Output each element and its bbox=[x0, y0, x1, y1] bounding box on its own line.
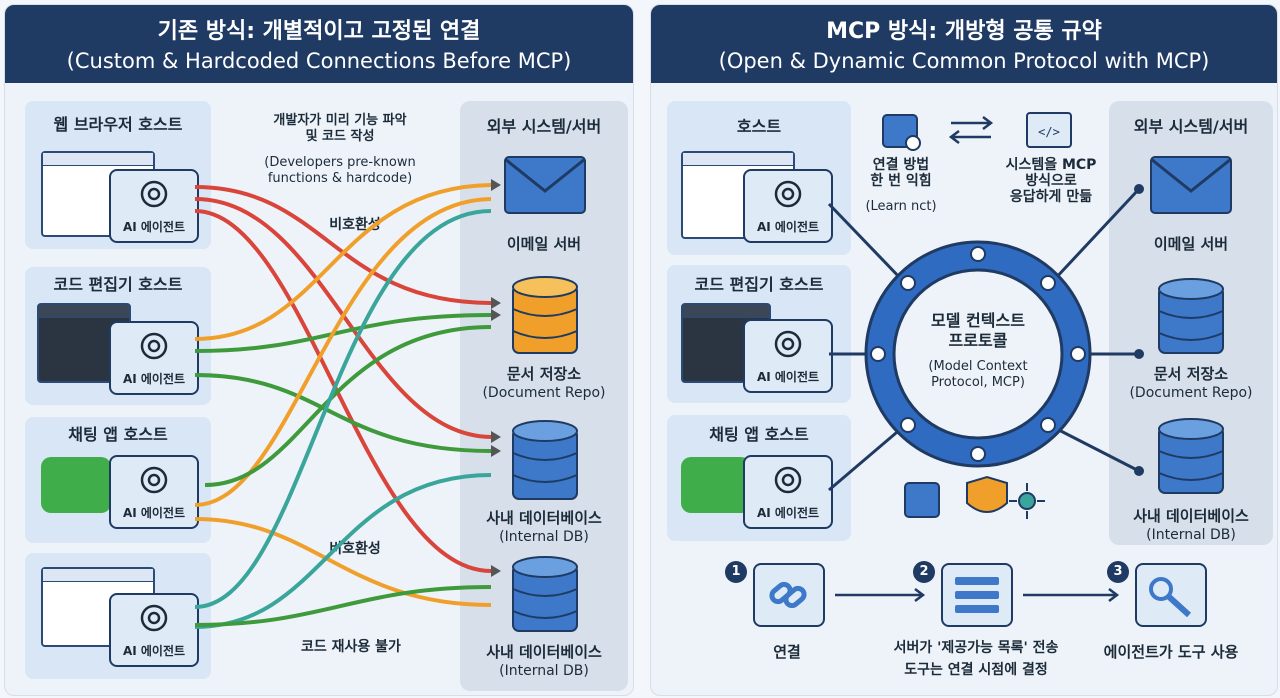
learn-once-label: 연결 방법 한 번 익힘 bbox=[870, 157, 932, 189]
agent-label: AI 에이전트 bbox=[756, 506, 820, 520]
agent-label: AI 에이전트 bbox=[122, 506, 186, 520]
left-sys-db2-sub: (Internal DB) bbox=[499, 663, 589, 679]
respond-label: 시스템을 MCP 방식으로 응답하게 만듦 bbox=[1005, 157, 1097, 205]
right-subtitle: (Open & Dynamic Common Protocol with MCP… bbox=[718, 49, 1210, 73]
lock-shield-icon bbox=[966, 475, 1008, 513]
step-1-label: 연결 bbox=[773, 643, 801, 661]
code-window-small-icon: </> bbox=[1026, 112, 1072, 148]
left-sys-db1-sub: (Internal DB) bbox=[499, 529, 589, 545]
left-sys-db2: 사내 데이터베이스 bbox=[486, 643, 602, 661]
left-panel: 기존 방식: 개별적이고 고정된 연결 (Custom & Hardcoded … bbox=[4, 4, 634, 696]
agent-label: AI 에이전트 bbox=[122, 644, 186, 658]
shield-db-icon bbox=[904, 482, 940, 518]
list-icon bbox=[955, 577, 999, 613]
agent-label: AI 에이전트 bbox=[122, 372, 186, 386]
wrench-gear-icon bbox=[1149, 577, 1192, 618]
right-sys-db: 사내 데이터베이스 bbox=[1133, 507, 1249, 525]
step-3-label: 에이전트가 도구 사용 bbox=[1103, 643, 1239, 661]
left-subtitle: (Custom & Hardcoded Connections Before M… bbox=[66, 49, 572, 73]
ai-knot-icon bbox=[140, 604, 168, 632]
database-gear-icon bbox=[882, 114, 921, 151]
step-arrows bbox=[835, 588, 1120, 602]
right-agent-2: AI 에이전트 bbox=[743, 319, 833, 393]
right-host-1-label: 호스트 bbox=[736, 117, 782, 136]
left-system-icons bbox=[504, 156, 586, 632]
ai-knot-icon bbox=[140, 466, 168, 494]
no-reuse-label: 코드 재사용 불가 bbox=[301, 639, 401, 655]
mcp-hub-sub: (Model Context Protocol, MCP) bbox=[928, 359, 1028, 390]
step-2-list-box bbox=[941, 563, 1013, 627]
agent-label: AI 에이전트 bbox=[756, 220, 820, 234]
left-agent-4: AI 에이전트 bbox=[109, 593, 199, 667]
left-sys-doc-sub: (Document Repo) bbox=[482, 385, 606, 401]
chat-bubble-icon bbox=[681, 457, 751, 513]
right-header: MCP 방식: 개방형 공통 규약 (Open & Dynamic Common… bbox=[651, 5, 1277, 83]
step-1-link-box bbox=[753, 563, 825, 627]
dev-note-en: (Developers pre-known functions & hardco… bbox=[264, 155, 416, 186]
right-sys-doc-sub: (Document Repo) bbox=[1129, 385, 1253, 401]
left-agent-1: AI 에이전트 bbox=[109, 169, 199, 243]
left-title: 기존 방식: 개별적이고 고정된 연결 bbox=[157, 19, 481, 44]
exchange-arrows-icon bbox=[948, 116, 994, 144]
left-connection-lines bbox=[194, 179, 501, 629]
agent-label: AI 에이전트 bbox=[122, 220, 186, 234]
right-ext-title: 외부 시스템/서버 bbox=[1133, 117, 1249, 136]
step-3-number: 3 bbox=[1107, 561, 1129, 583]
host-chat-app-label: 채팅 앱 호스트 bbox=[68, 425, 168, 444]
learn-once-sub: (Learn nct) bbox=[865, 199, 937, 214]
right-system-icons bbox=[1150, 156, 1232, 494]
left-agent-3: AI 에이전트 bbox=[109, 455, 199, 529]
email-icon bbox=[1150, 156, 1232, 214]
email-icon bbox=[504, 156, 586, 214]
right-title: MCP 방식: 개방형 공통 규약 bbox=[826, 19, 1102, 44]
internal-db-icon-1 bbox=[512, 420, 578, 500]
document-db-icon bbox=[512, 276, 578, 354]
mcp-hub-title: 모델 컨텍스트 프로토콜 bbox=[931, 311, 1025, 350]
step-3-tools-box bbox=[1135, 563, 1207, 627]
host-code-editor-label: 코드 편집기 호스트 bbox=[53, 275, 183, 294]
chat-bubble-icon bbox=[41, 457, 111, 513]
step-1-number: 1 bbox=[725, 561, 747, 583]
ai-knot-icon bbox=[774, 180, 802, 208]
internal-db-icon-2 bbox=[512, 556, 578, 632]
left-header: 기존 방식: 개별적이고 고정된 연결 (Custom & Hardcoded … bbox=[5, 5, 633, 83]
right-host-3-label: 채팅 앱 호스트 bbox=[709, 425, 809, 444]
left-agent-2: AI 에이전트 bbox=[109, 321, 199, 395]
internal-db-icon bbox=[1158, 418, 1224, 494]
left-ext-title: 외부 시스템/서버 bbox=[486, 117, 602, 136]
dev-note-ko: 개발자가 미리 기능 파악 및 코드 작성 bbox=[273, 113, 407, 144]
right-sys-email: 이메일 서버 bbox=[1153, 235, 1229, 253]
svg-text:</>: </> bbox=[1038, 125, 1060, 139]
mcp-hub-diagram bbox=[827, 184, 1144, 519]
left-sys-email: 이메일 서버 bbox=[506, 235, 582, 253]
ai-knot-icon bbox=[140, 332, 168, 360]
right-panel: MCP 방식: 개방형 공통 규약 (Open & Dynamic Common… bbox=[650, 4, 1278, 696]
ai-knot-icon bbox=[774, 466, 802, 494]
right-sys-doc: 문서 저장소 bbox=[1153, 365, 1229, 383]
ai-knot-icon bbox=[140, 180, 168, 208]
right-sys-db-sub: (Internal DB) bbox=[1146, 527, 1236, 543]
left-sys-doc: 문서 저장소 bbox=[506, 365, 582, 383]
host-web-browser-label: 웹 브라우저 호스트 bbox=[53, 115, 183, 134]
right-top-icons: </> bbox=[882, 112, 1072, 151]
link-icon bbox=[769, 581, 807, 609]
ai-knot-icon bbox=[774, 330, 802, 358]
right-host-2-label: 코드 편집기 호스트 bbox=[694, 275, 824, 294]
right-agent-3: AI 에이전트 bbox=[743, 455, 833, 529]
agent-label: AI 에이전트 bbox=[756, 370, 820, 384]
step-2-number: 2 bbox=[913, 561, 935, 583]
document-db-icon bbox=[1158, 278, 1224, 354]
left-sys-db1: 사내 데이터베이스 bbox=[486, 509, 602, 527]
right-agent-1: AI 에이전트 bbox=[743, 169, 833, 243]
step-2-label: 서버가 '제공가능 목록' 전송 도구는 연결 시점에 결정 bbox=[893, 640, 1059, 678]
network-node-icon bbox=[1009, 483, 1045, 519]
